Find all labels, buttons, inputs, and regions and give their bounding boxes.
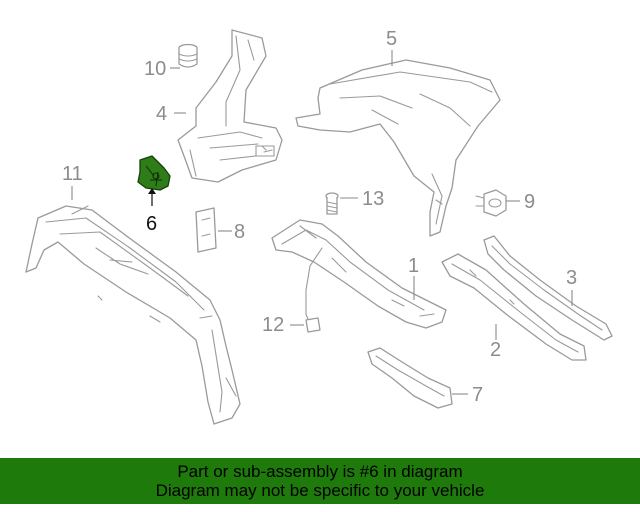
callout-4: 4: [156, 103, 167, 125]
part-9-clip[interactable]: [475, 189, 507, 217]
part-info-banner: Part or sub-assembly is #6 in diagram Di…: [0, 458, 640, 504]
callout-11: 11: [62, 163, 83, 185]
part-7-bracket[interactable]: [367, 347, 453, 409]
part-6-bracket-highlighted[interactable]: [137, 155, 171, 191]
part-12-stay[interactable]: [305, 247, 323, 333]
banner-line-2: Diagram may not be specific to your vehi…: [155, 481, 485, 500]
part-3-rail[interactable]: [483, 235, 613, 341]
part-2-rail[interactable]: [441, 253, 587, 361]
callout-12: 12: [262, 314, 284, 336]
part-5-tie-bar[interactable]: [295, 59, 501, 237]
part-10-plug[interactable]: [178, 43, 198, 68]
parts-diagram: 10 4 6 5 13 9 8: [25, 28, 613, 425]
callout-1: 1: [408, 255, 419, 277]
part-11-lower-support[interactable]: [25, 205, 241, 425]
part-4-bracket[interactable]: [177, 29, 283, 183]
callout-3: 3: [566, 267, 577, 289]
part-1-crossmember[interactable]: [271, 219, 447, 329]
banner-line-1: Part or sub-assembly is #6 in diagram: [177, 462, 463, 481]
callout-10: 10: [144, 58, 166, 80]
callout-13: 13: [362, 188, 384, 210]
callout-9: 9: [524, 191, 535, 213]
part-8-plate[interactable]: [195, 207, 217, 253]
callout-8: 8: [234, 221, 245, 243]
callout-7: 7: [472, 384, 483, 406]
callout-5: 5: [386, 28, 397, 50]
part-13-bolt[interactable]: [325, 192, 339, 215]
callout-2: 2: [490, 339, 501, 361]
callout-6: 6: [146, 213, 157, 235]
